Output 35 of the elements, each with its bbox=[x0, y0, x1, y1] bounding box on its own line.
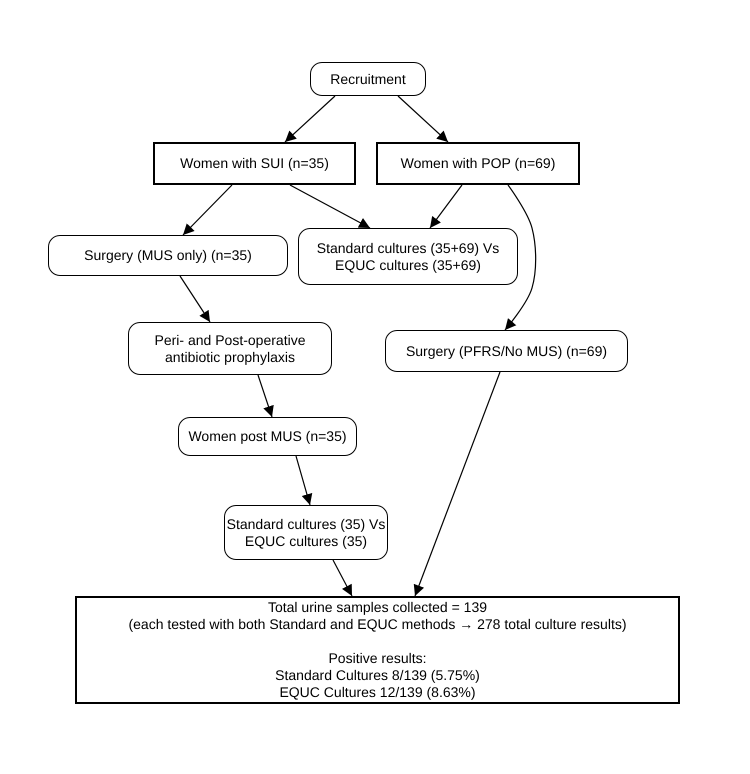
node-text: Standard cultures (35+69) Vs EQUC cultures (35+69) bbox=[316, 240, 500, 274]
node-text: (each tested with both Standard and EQUC methods → 278 total culture results) bbox=[128, 616, 627, 633]
arrow bbox=[180, 276, 210, 322]
process-box bbox=[48, 235, 288, 276]
arrow bbox=[257, 374, 274, 418]
node-text: EQUC Cultures 12/139 (8.63%) bbox=[279, 684, 476, 701]
arrow bbox=[430, 184, 462, 228]
process-box bbox=[298, 228, 518, 285]
arrow bbox=[414, 372, 501, 596]
process-box bbox=[75, 596, 680, 704]
node-text: Total urine samples collected = 139 bbox=[268, 599, 488, 616]
arrow bbox=[398, 96, 448, 142]
node-text: Women post MUS (n=35) bbox=[188, 428, 347, 445]
process-box bbox=[310, 62, 426, 96]
node-text: Surgery (MUS only) (n=35) bbox=[84, 247, 252, 264]
node-text: Positive results: bbox=[328, 650, 427, 667]
process-box bbox=[224, 505, 388, 560]
arrow bbox=[504, 184, 536, 330]
node-text: Recruitment bbox=[330, 70, 406, 88]
process-box bbox=[385, 330, 628, 372]
arrow bbox=[332, 560, 353, 596]
node-text: Surgery (PFRS/No MUS) (n=69) bbox=[406, 342, 608, 360]
node-text: Women with SUI (n=35) bbox=[180, 155, 329, 172]
process-box bbox=[376, 142, 580, 185]
process-box bbox=[153, 142, 356, 185]
arrow bbox=[182, 184, 232, 236]
process-box bbox=[128, 322, 332, 375]
node-text: Standard Cultures 8/139 (5.75%) bbox=[275, 667, 480, 684]
node-text: Women with POP (n=69) bbox=[400, 155, 556, 172]
arrow bbox=[284, 96, 336, 142]
process-box bbox=[178, 417, 357, 456]
arrow bbox=[295, 456, 312, 506]
arrow bbox=[290, 184, 370, 229]
node-text: Peri- and Post-operative antibiotic prophylaxis bbox=[154, 332, 306, 366]
node-text: Standard cultures (35) Vs EQUC cultures (35) bbox=[226, 516, 386, 550]
